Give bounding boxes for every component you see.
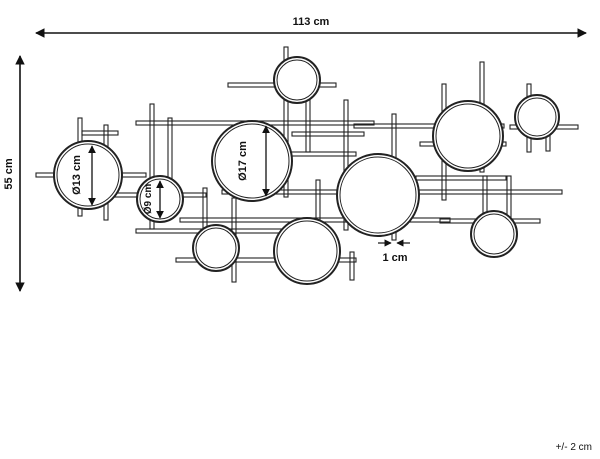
tolerance-note: +/- 2 cm (555, 442, 592, 453)
mirror-13cm (53, 140, 123, 210)
mirror-center-lower (273, 217, 341, 285)
mirror-right-upper (432, 100, 504, 172)
rod-v3 (149, 103, 155, 230)
height-label: 55 cm (3, 158, 15, 189)
rod-v10 (343, 99, 349, 231)
diameter-17cm-label: Ø17 cm (237, 141, 249, 181)
mirror-top (273, 56, 321, 104)
rod-gap-label: 1 cm (382, 252, 407, 264)
rod-gap-callout: 1 cm (378, 239, 410, 264)
mirror-far-right (514, 94, 560, 140)
rod-h4 (291, 131, 365, 137)
width-label: 113 cm (293, 16, 330, 28)
diameter-13cm-callout: Ø13 cm (71, 145, 96, 206)
rod-v7 (283, 46, 289, 198)
rod-h5 (353, 123, 505, 129)
mirror-right-lower (470, 210, 518, 258)
rod-v11 (349, 251, 355, 281)
width-dimension: 113 cm (35, 16, 587, 38)
rod-h2 (81, 130, 119, 136)
diameter-17cm-callout: Ø17 cm (237, 125, 270, 197)
rod-v16 (506, 175, 512, 221)
mirror-17cm (211, 120, 293, 202)
diameter-9cm-label: Ø9 cm (143, 184, 154, 215)
mirrors (53, 56, 560, 285)
diameter-9cm-callout: Ø9 cm (143, 180, 164, 219)
rod-h16 (175, 257, 357, 263)
rod-h12 (415, 175, 507, 181)
height-dimension: 55 cm (3, 55, 25, 292)
mirror-left-lower (192, 224, 240, 272)
mirror-center-large (336, 153, 420, 237)
diameter-13cm-label: Ø13 cm (71, 155, 83, 195)
